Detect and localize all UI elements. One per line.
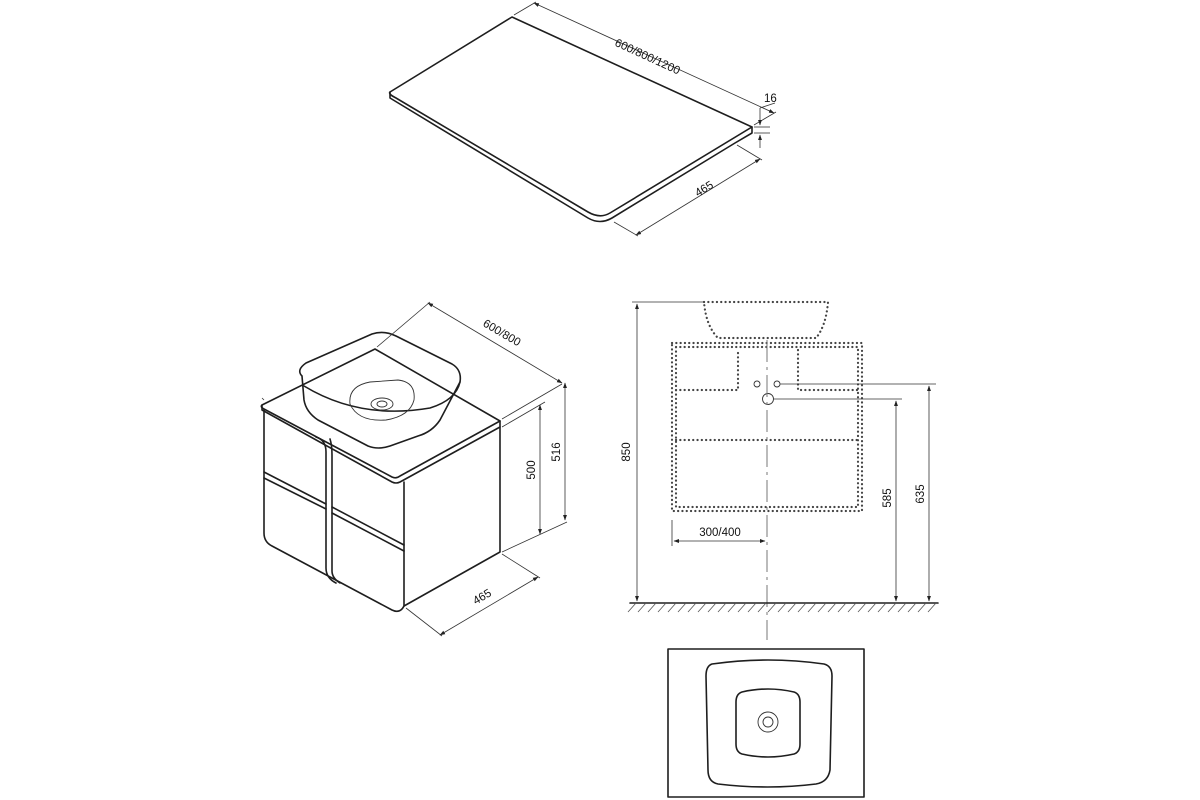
label-top-depth: 465 (693, 179, 716, 199)
plan-countertop (667, 648, 865, 798)
label-unit-width: 600/800 (481, 318, 523, 349)
plan-basin-outer (705, 659, 833, 788)
label-unit-depth: 465 (471, 587, 494, 607)
label-top-thickness: 16 (764, 93, 777, 105)
water-inlet-right (773, 380, 781, 388)
cabinet-isometric-drawing: 600/800 465 500 516 (260, 301, 568, 637)
cabinet-countertop (260, 348, 501, 479)
elevation-basin (702, 300, 830, 340)
label-top-length: 600/800/1200 (613, 37, 682, 77)
label-height-585: 585 (882, 488, 894, 507)
dim-line-top-length (533, 2, 775, 114)
label-cabinet-height: 500 (526, 460, 538, 479)
drain-outlet (762, 393, 774, 405)
label-total-height: 850 (621, 442, 633, 461)
cabinet-side-face (403, 426, 501, 607)
front-elevation-drawing: 850 585 635 300/400 (621, 300, 939, 640)
floor-hatching (627, 602, 937, 613)
plan-view-drawing (667, 648, 865, 798)
plan-basin-inner (735, 688, 801, 758)
plan-drain (757, 711, 779, 733)
dim-line-unit-depth (439, 576, 539, 636)
countertop-drawing: 600/800/1200 465 16 (388, 1, 777, 237)
cabinet-front-face (263, 409, 405, 613)
water-inlet-left (753, 380, 761, 388)
label-drain-offset: 300/400 (699, 527, 741, 539)
cabinet-basin (298, 331, 462, 449)
dim-line-unit-width (427, 302, 563, 384)
dim-line-top-depth (635, 158, 761, 236)
label-height-635: 635 (915, 484, 927, 503)
label-unit-total-height: 516 (551, 442, 563, 461)
